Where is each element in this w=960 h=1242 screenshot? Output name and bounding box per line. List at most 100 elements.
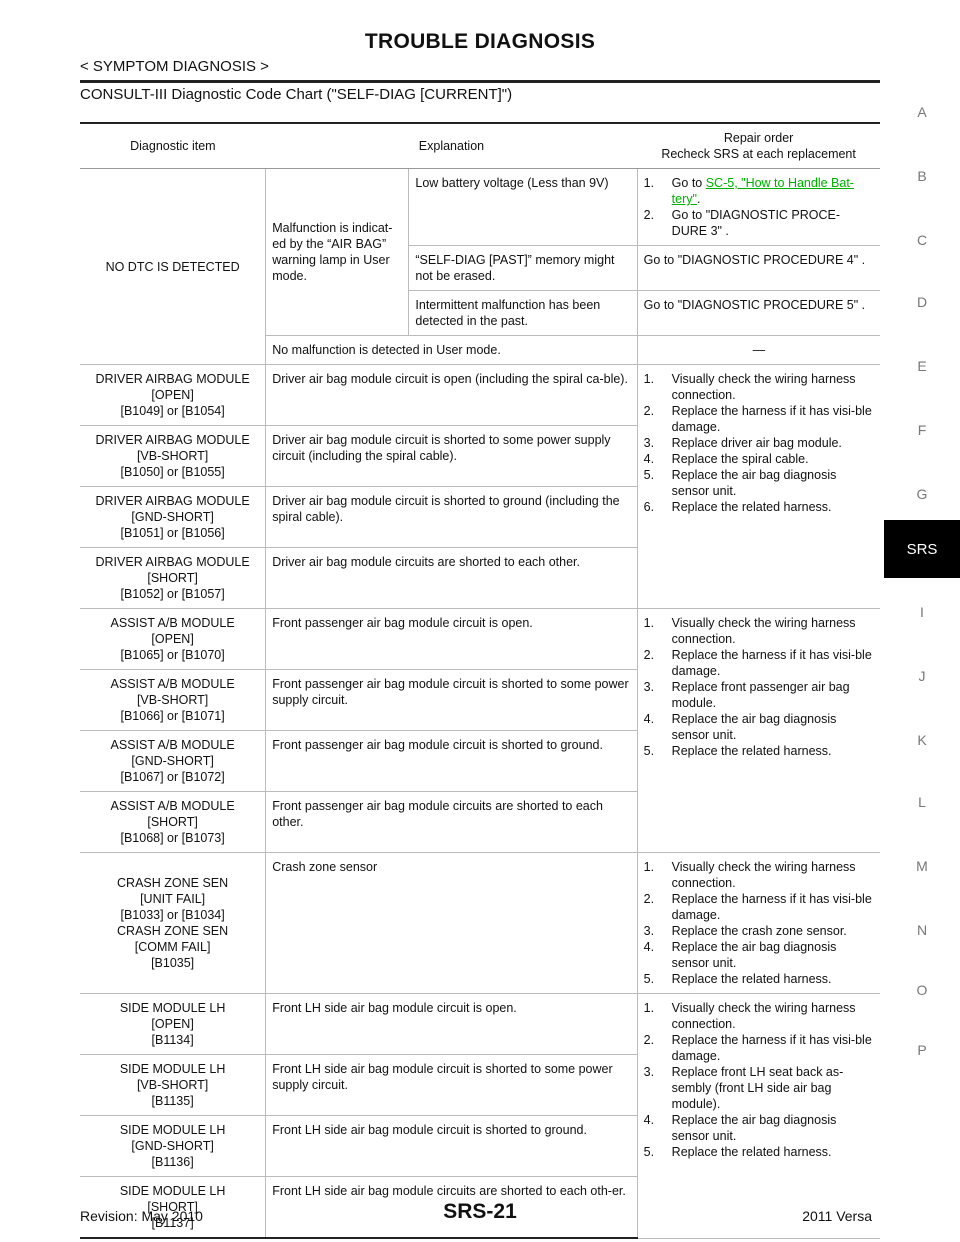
list-item: 3.Replace front passenger air bag module… — [643, 680, 850, 710]
table-row: ASSIST A/B MODULE [VB-SHORT] [B1066] or … — [80, 669, 880, 731]
list-item: 2.Replace the harness if it has visi-ble… — [643, 404, 872, 434]
table-row: DRIVER AIRBAG MODULE [OPEN] [B1049] or [… — [80, 364, 880, 609]
header-repair-line2: Recheck SRS at each replacement — [661, 147, 856, 161]
list-item: 5.Replace the related harness. — [643, 1145, 832, 1159]
index-letter-c[interactable]: C — [916, 232, 928, 248]
list-item: 3.Replace the crash zone sensor. — [643, 924, 847, 938]
list-item: 5.Replace the related harness. — [643, 972, 832, 986]
index-letter-d[interactable]: D — [916, 294, 928, 310]
table-row: ASSIST A/B MODULE [OPEN] [B1065] or [B10… — [80, 608, 880, 853]
list-item: 4.Replace the air bag diagnosis sensor u… — [643, 940, 837, 970]
table-row: DRIVER AIRBAG MODULE [SHORT] [B1052] or … — [80, 547, 880, 609]
explanation-assist-short: Front passenger air bag module circuits … — [265, 791, 638, 853]
item-side-open: SIDE MODULE LH [OPEN] [B1134] — [80, 993, 267, 1055]
list-item: 1.Visually check the wiring harness conn… — [643, 616, 856, 646]
table-row: Intermittent malfunction has been detect… — [80, 290, 880, 336]
repair-side: 1.Visually check the wiring harness conn… — [636, 993, 880, 1239]
header-repair-line1: Repair order — [723, 131, 794, 145]
table-row: CRASH ZONE SEN [UNIT FAIL] [B1033] or [B… — [80, 852, 880, 994]
repair-intermittent: Go to "DIAGNOSTIC PROCEDURE 5" . — [636, 290, 880, 336]
repair-driver: 1.Visually check the wiring harness conn… — [636, 364, 880, 609]
sub-condition-low-battery: Low battery voltage (Less than 9V) — [408, 168, 638, 246]
table-header-row: Diagnostic item Explanation Repair order… — [80, 122, 880, 169]
index-letter-n[interactable]: N — [916, 922, 928, 938]
index-tab-srs[interactable]: SRS — [884, 520, 960, 578]
index-letter-i[interactable]: I — [920, 604, 924, 620]
link-sc5-handle-battery[interactable]: SC-5, "How to Handle Bat-tery" — [671, 176, 854, 206]
item-no-dtc: NO DTC IS DETECTED — [80, 168, 267, 365]
footer-revision: Revision: May 2010 — [80, 1208, 203, 1224]
item-driver-vb-short: DRIVER AIRBAG MODULE [VB-SHORT] [B1050] … — [80, 425, 267, 487]
list-item: 4.Replace the spiral cable. — [643, 452, 809, 466]
table-row: No malfunction is detected in User mode.… — [80, 335, 880, 365]
list-item: 4.Replace the air bag diagnosis sensor u… — [643, 712, 837, 742]
index-letter-e[interactable]: E — [917, 358, 927, 374]
explanation-driver-gnd-short: Driver air bag module circuit is shorted… — [265, 486, 638, 548]
item-side-vb-short: SIDE MODULE LH [VB-SHORT] [B1135] — [80, 1054, 267, 1116]
sub-condition-memory: “SELF-DIAG [PAST]” memory might not be e… — [408, 245, 638, 291]
explanation-user-mode: No malfunction is detected in User mode. — [265, 335, 638, 365]
index-letter-k[interactable]: K — [917, 732, 927, 748]
list-item: 1.Visually check the wiring harness conn… — [643, 860, 856, 890]
footer-model: 2011 Versa — [802, 1208, 872, 1224]
table-row: SIDE MODULE LH [OPEN] [B1134] Front LH s… — [80, 993, 880, 1239]
explanation-assist-open: Front passenger air bag module circuit i… — [265, 608, 638, 670]
list-item: 2. Go to "DIAGNOSTIC PROCE-DURE 3" . — [643, 208, 841, 238]
index-letter-j[interactable]: J — [918, 668, 926, 684]
table-row: ASSIST A/B MODULE [SHORT] [B1068] or [B1… — [80, 791, 880, 853]
item-driver-gnd-short: DRIVER AIRBAG MODULE [GND-SHORT] [B1051]… — [80, 486, 267, 548]
explanation-side-open: Front LH side air bag module circuit is … — [265, 993, 638, 1055]
table-row: DRIVER AIRBAG MODULE [VB-SHORT] [B1050] … — [80, 425, 880, 487]
list-item: 1.Visually check the wiring harness conn… — [643, 372, 856, 402]
footer-page-number: SRS-21 — [443, 1200, 517, 1223]
repair-user-mode: — — [636, 335, 880, 365]
item-assist-short: ASSIST A/B MODULE [SHORT] [B1068] or [B1… — [80, 791, 267, 853]
table-row: SIDE MODULE LH [GND-SHORT] [B1136] Front… — [80, 1115, 880, 1177]
list-item: 3.Replace front LH seat back as-sembly (… — [643, 1065, 844, 1111]
item-driver-short: DRIVER AIRBAG MODULE [SHORT] [B1052] or … — [80, 547, 267, 609]
list-item: 5.Replace the related harness. — [643, 744, 832, 758]
header-repair-order: Repair order Recheck SRS at each replace… — [637, 122, 880, 169]
diagnostic-code-table: Diagnostic item Explanation Repair order… — [80, 122, 880, 1239]
index-letter-b[interactable]: B — [917, 168, 927, 184]
list-item: 2.Replace the harness if it has visi-ble… — [643, 648, 872, 678]
item-assist-vb-short: ASSIST A/B MODULE [VB-SHORT] [B1066] or … — [80, 669, 267, 731]
list-item: 6.Replace the related harness. — [643, 500, 832, 514]
item-assist-gnd-short: ASSIST A/B MODULE [GND-SHORT] [B1067] or… — [80, 730, 267, 792]
item-side-gnd-short: SIDE MODULE LH [GND-SHORT] [B1136] — [80, 1115, 267, 1177]
table-row: SIDE MODULE LH [SHORT] [B1137] Front LH … — [80, 1176, 880, 1239]
table-row: SIDE MODULE LH [VB-SHORT] [B1135] Front … — [80, 1054, 880, 1116]
table-row: NO DTC IS DETECTED Malfunction is indica… — [80, 168, 880, 365]
list-item: 1.Visually check the wiring harness conn… — [643, 1001, 856, 1031]
index-letter-f[interactable]: F — [917, 422, 927, 438]
list-item: 3.Replace driver air bag module. — [643, 436, 842, 450]
repair-crash-zone: 1.Visually check the wiring harness conn… — [636, 852, 880, 994]
index-letter-l[interactable]: L — [918, 794, 926, 810]
explanation-driver-open: Driver air bag module circuit is open (i… — [265, 364, 638, 426]
repair-low-battery: 1. Go to SC-5, "How to Handle Bat-tery".… — [636, 168, 880, 246]
table-row: DRIVER AIRBAG MODULE [GND-SHORT] [B1051]… — [80, 486, 880, 548]
index-letter-m[interactable]: M — [916, 858, 928, 874]
explanation-side-vb-short: Front LH side air bag module circuit is … — [265, 1054, 638, 1116]
page-title: TROUBLE DIAGNOSIS — [364, 30, 596, 53]
header-diagnostic-item: Diagnostic item — [80, 122, 266, 169]
breadcrumb: < SYMPTOM DIAGNOSIS > — [80, 58, 269, 75]
explanation-assist-vb-short: Front passenger air bag module circuit i… — [265, 669, 638, 731]
index-letter-g[interactable]: G — [916, 486, 928, 502]
item-crash-zone: CRASH ZONE SEN [UNIT FAIL] [B1033] or [B… — [80, 852, 267, 994]
index-letter-p[interactable]: P — [917, 1042, 927, 1058]
explanation-no-dtc: Malfunction is indicat-ed by the “AIR BA… — [265, 168, 410, 336]
list-item: 4.Replace the air bag diagnosis sensor u… — [643, 1113, 837, 1143]
index-letter-o[interactable]: O — [916, 982, 928, 998]
header-divider — [80, 80, 880, 83]
header-explanation: Explanation — [265, 122, 638, 169]
explanation-crash-zone: Crash zone sensor — [265, 852, 638, 994]
list-item: 2.Replace the harness if it has visi-ble… — [643, 1033, 872, 1063]
index-letter-a[interactable]: A — [917, 104, 927, 120]
item-side-short: SIDE MODULE LH [SHORT] [B1137] — [80, 1176, 267, 1239]
explanation-side-gnd-short: Front LH side air bag module circuit is … — [265, 1115, 638, 1177]
explanation-driver-short: Driver air bag module circuits are short… — [265, 547, 638, 609]
list-item: 5.Replace the air bag diagnosis sensor u… — [643, 468, 837, 498]
explanation-side-short: Front LH side air bag module circuits ar… — [265, 1176, 638, 1239]
item-assist-open: ASSIST A/B MODULE [OPEN] [B1065] or [B10… — [80, 608, 267, 670]
